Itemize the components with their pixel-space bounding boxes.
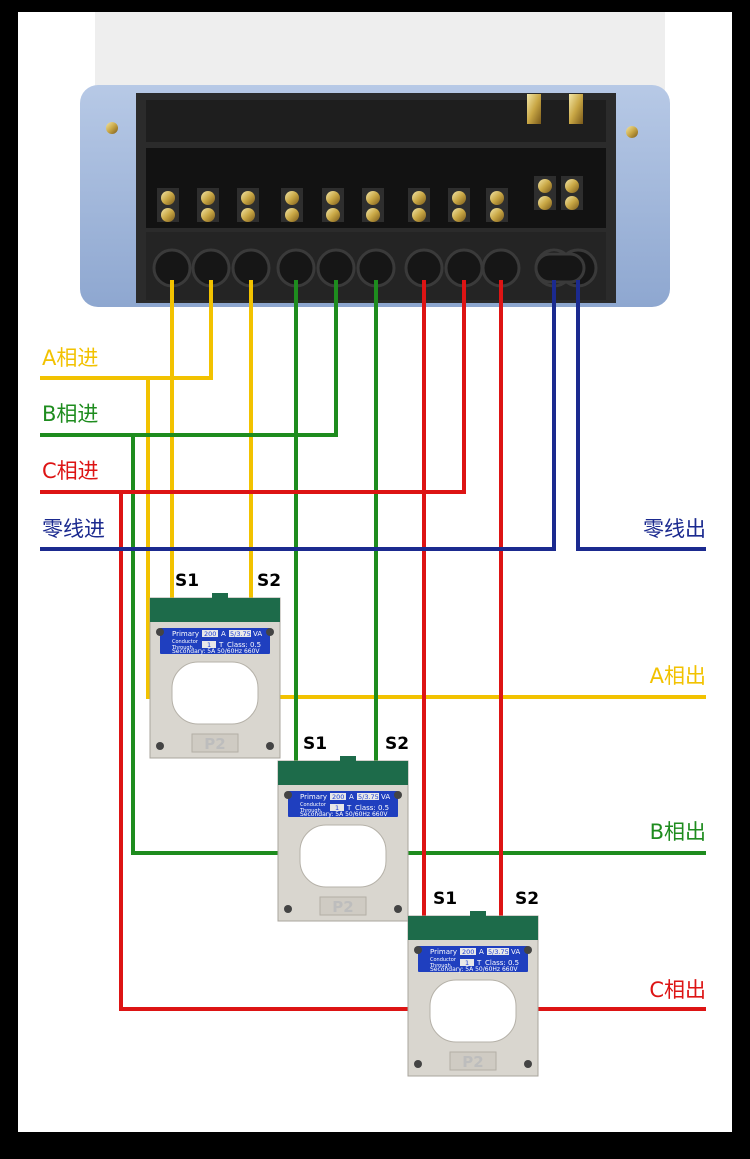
plate-secondary: Secondary: 5A 50/60Hz 660V xyxy=(300,811,388,818)
terminal-screw-icon xyxy=(326,208,340,222)
terminal-screw-icon xyxy=(161,208,175,222)
plate-class: Class: 0.5 xyxy=(355,804,389,812)
plate-va-value: 5/3.75 xyxy=(230,630,251,638)
plate-turns-unit: T xyxy=(346,804,352,812)
ct-p2-mark: P2 xyxy=(332,898,353,916)
terminal-screw-icon xyxy=(569,94,583,124)
ct-s1-label: S1 xyxy=(433,889,457,909)
plate-secondary: Secondary: 5A 50/60Hz 660V xyxy=(430,966,518,973)
ct-p2-mark: P2 xyxy=(462,1053,483,1071)
plate-primary-value: 200 xyxy=(332,793,344,801)
plate-va-unit: VA xyxy=(511,948,520,956)
terminal-screw-icon xyxy=(201,208,215,222)
terminal-screw-icon xyxy=(285,191,299,205)
terminal-screw-icon xyxy=(452,208,466,222)
plate-primary-value: 200 xyxy=(204,630,216,638)
ct-s2-label: S2 xyxy=(257,571,281,591)
label-n-out: 零线出 xyxy=(643,517,706,541)
terminal-screw-icon xyxy=(366,191,380,205)
plate-primary-unit: A xyxy=(221,630,226,638)
label-b-out: B相出 xyxy=(650,820,706,844)
wire-c-in xyxy=(40,280,466,494)
screw-icon xyxy=(106,122,118,134)
terminal-screw-icon xyxy=(326,191,340,205)
terminal-screw-icon xyxy=(490,208,504,222)
plate-turns-value: 1 xyxy=(465,959,469,967)
plate-primary-label: Primary xyxy=(172,630,199,638)
plate-primary-unit: A xyxy=(479,948,484,956)
terminal-screw-icon xyxy=(538,196,552,210)
terminal-block xyxy=(152,94,598,288)
label-n-in: 零线进 xyxy=(42,517,105,541)
wire-b-in xyxy=(40,280,338,437)
wire-n-in xyxy=(40,280,556,551)
plate-turns-value: 1 xyxy=(207,641,211,649)
screw-icon xyxy=(626,126,638,138)
label-a-out: A相出 xyxy=(650,664,706,688)
wire-n-out xyxy=(576,280,706,551)
plate-primary-label: Primary xyxy=(430,948,457,956)
ct-s2-label: S2 xyxy=(385,734,409,754)
plate-through-label: Through xyxy=(299,808,321,814)
terminal-screw-icon xyxy=(201,191,215,205)
label-c-in: C相进 xyxy=(42,459,99,483)
plate-va-unit: VA xyxy=(253,630,262,638)
plate-conductor-label: Conductor xyxy=(300,802,327,808)
terminal-screw-icon xyxy=(527,94,541,124)
plate-turns-value: 1 xyxy=(335,804,339,812)
terminal-screw-icon xyxy=(452,191,466,205)
plate-class: Class: 0.5 xyxy=(485,959,519,967)
plate-secondary: Secondary: 5A 50/60Hz 660V xyxy=(172,648,260,655)
ct-s2-label: S2 xyxy=(515,889,539,909)
plate-class: Class: 0.5 xyxy=(227,641,261,649)
label-b-in: B相进 xyxy=(42,402,98,426)
plate-conductor-label: Conductor xyxy=(172,639,199,645)
terminal-screw-icon xyxy=(161,191,175,205)
terminal-screw-icon xyxy=(565,179,579,193)
plate-va-value: 5/3.75 xyxy=(358,793,379,801)
terminal-screw-icon xyxy=(241,191,255,205)
label-c-out: C相出 xyxy=(649,978,706,1002)
plate-conductor-label: Conductor xyxy=(430,957,457,963)
terminal-screw-icon xyxy=(412,208,426,222)
plate-through-label: Through xyxy=(429,963,451,969)
wire-b-out xyxy=(131,433,706,855)
plate-va-unit: VA xyxy=(381,793,390,801)
label-a-in: A相进 xyxy=(42,346,98,370)
plate-through-label: Through xyxy=(171,645,193,651)
plate-primary-label: Primary xyxy=(300,793,327,801)
ct-s1-label: S1 xyxy=(303,734,327,754)
terminal-screw-icon xyxy=(490,191,504,205)
ct-s1-label: S1 xyxy=(175,571,199,591)
wire-a-out xyxy=(146,376,706,699)
plate-primary-value: 200 xyxy=(462,948,474,956)
terminal-screw-icon xyxy=(412,191,426,205)
terminal-screw-icon xyxy=(565,196,579,210)
plate-turns-unit: T xyxy=(476,959,482,967)
wire-a-in xyxy=(40,280,213,380)
terminal-screw-icon xyxy=(538,179,552,193)
plate-primary-unit: A xyxy=(349,793,354,801)
terminal-screw-icon xyxy=(366,208,380,222)
ct-p2-mark: P2 xyxy=(204,735,225,753)
plate-va-value: 5/3.75 xyxy=(488,948,509,956)
terminal-screw-icon xyxy=(285,208,299,222)
plate-turns-unit: T xyxy=(218,641,224,649)
terminal-screw-icon xyxy=(241,208,255,222)
